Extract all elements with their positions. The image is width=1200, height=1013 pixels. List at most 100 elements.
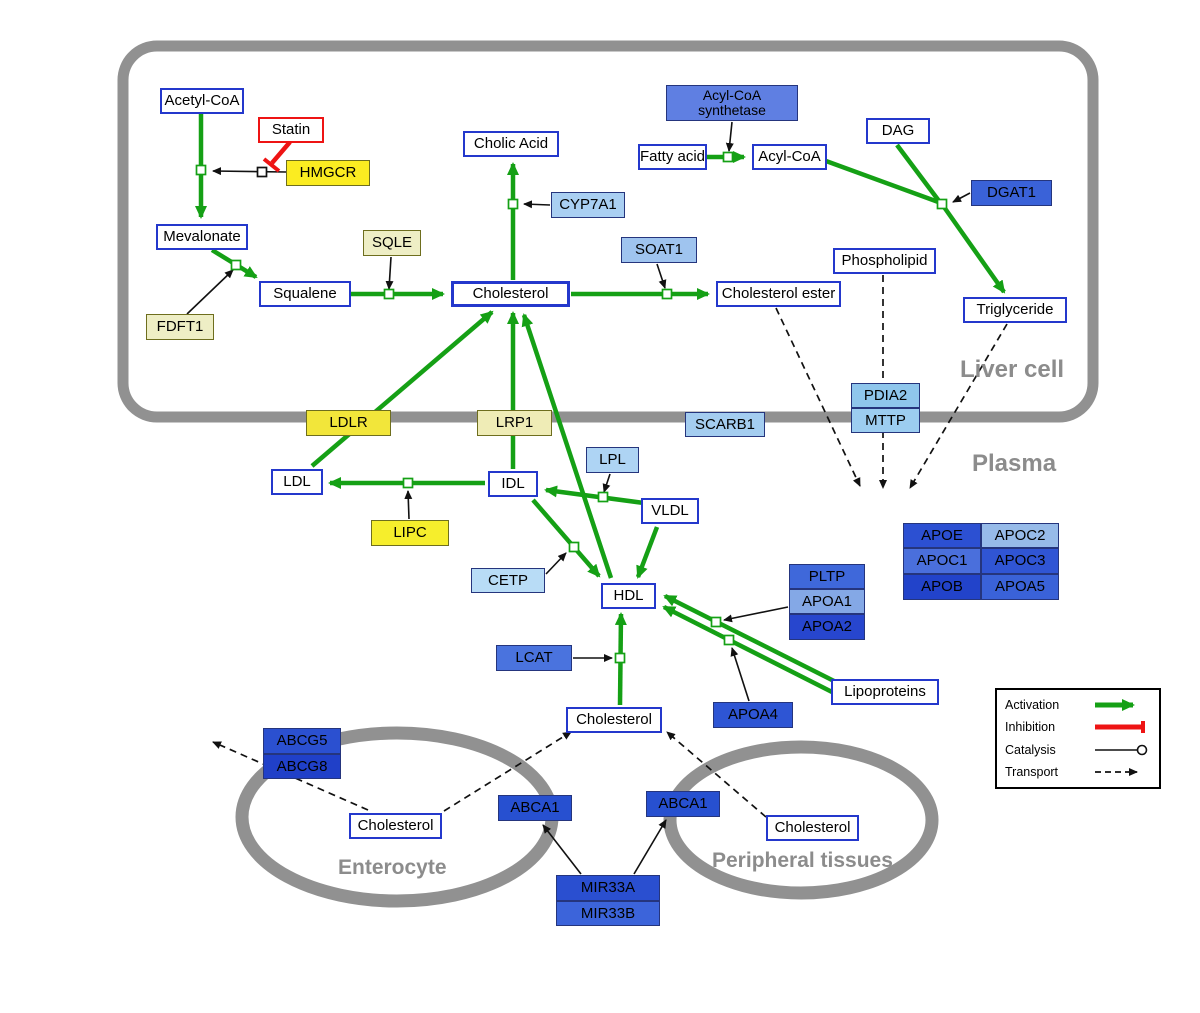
catalysis-dgat1 [952,192,971,203]
node-mevalonate[interactable]: Mevalonate [156,224,248,250]
legend: Activation Inhibition Catalysis Transpor… [995,688,1161,789]
catalysis-acylcoa-synthetase [725,121,734,152]
node-abca1-enterocyte[interactable]: ABCA1 [498,795,572,821]
transport-peripheral-cholesterol-plasma [666,731,767,818]
peripheral-tissues-label: Peripheral tissues [712,849,893,872]
node-mttp[interactable]: MTTP [851,408,920,433]
legend-row-activation: Activation [1005,697,1151,713]
node-soat1[interactable]: SOAT1 [621,237,697,263]
node-apob[interactable]: APOB [903,574,981,600]
catalysis-cetp [545,552,567,575]
node-apoc2[interactable]: APOC2 [981,523,1059,548]
legend-activation-label: Activation [1005,698,1060,713]
transport-enterocyte-cholesterol-plasma [443,731,572,812]
node-cholesterol-ester[interactable]: Cholesterol ester [716,281,841,307]
legend-row-catalysis: Catalysis [1005,742,1151,758]
legend-row-transport: Transport [1005,764,1151,780]
catalysis-sqle [385,256,394,290]
node-cholesterol-plasma[interactable]: Cholesterol [566,707,662,733]
node-hdl[interactable]: HDL [601,583,656,609]
node-abca1-peripheral[interactable]: ABCA1 [646,791,720,817]
node-cholesterol-peripheral[interactable]: Cholesterol [766,815,859,841]
catalysis-lipc [404,490,413,520]
inhibition-edge [262,140,292,173]
node-dag[interactable]: DAG [866,118,930,144]
edge-junction-triglyceride [942,205,1006,294]
activation-arrow-icon [1095,699,1135,712]
catalysis-fdft1 [186,269,234,315]
node-sqle[interactable]: SQLE [363,230,421,256]
reaction-nodes [195,151,948,664]
catalysis-soat1 [656,263,667,289]
node-apoe[interactable]: APOE [903,523,981,548]
node-ldlr[interactable]: LDLR [306,410,391,436]
node-mir33b[interactable]: MIR33B [556,901,660,926]
node-apoa5[interactable]: APOA5 [981,574,1059,600]
node-lipoproteins[interactable]: Lipoproteins [831,679,939,705]
activation-edges [195,114,1006,706]
node-apoa2[interactable]: APOA2 [789,614,865,640]
edge-vldl-hdl [635,526,660,579]
catalysis-lpl [602,473,611,493]
catalysis-apoa4 [730,647,750,702]
edge-idl-hdl [531,498,601,578]
node-hmgcr[interactable]: HMGCR [286,160,370,186]
node-fatty-acid[interactable]: Fatty acid [638,144,707,170]
legend-catalysis-label: Catalysis [1005,742,1056,757]
edge-lipoproteins-hdl-upper [663,593,836,684]
node-vldl[interactable]: VLDL [641,498,699,524]
node-idl[interactable]: IDL [488,471,538,497]
catalysis-apoa-stack [723,606,789,623]
enterocyte-label: Enterocyte [338,856,447,879]
edge-hdl-cholesterol-liver [521,313,614,579]
node-abcg5[interactable]: ABCG5 [263,728,341,754]
node-pltp[interactable]: PLTP [789,564,865,589]
node-lipc[interactable]: LIPC [371,520,449,546]
node-fdft1[interactable]: FDFT1 [146,314,214,340]
catalysis-edges [186,121,971,875]
legend-transport-label: Transport [1005,764,1059,779]
mir33-abca1-left [542,824,582,875]
inhibition-bar-icon [1095,721,1145,734]
node-phospholipid[interactable]: Phospholipid [833,248,936,274]
node-ldl[interactable]: LDL [271,469,323,495]
liver-cell-outline [117,40,1099,423]
node-acyl-coa[interactable]: Acyl-CoA [752,144,827,170]
node-squalene[interactable]: Squalene [259,281,351,307]
edge-dag-junction [895,143,941,203]
node-scarb1[interactable]: SCARB1 [685,412,765,437]
catalysis-hmgcr [212,167,287,176]
catalysis-circle-icon [1095,744,1148,755]
node-cyp7a1[interactable]: CYP7A1 [551,192,625,218]
node-abcg8[interactable]: ABCG8 [263,754,341,779]
node-mir33a[interactable]: MIR33A [556,875,660,901]
node-cholic-acid[interactable]: Cholic Acid [463,131,559,157]
node-acyl-coa-synthetase[interactable]: Acyl-CoA synthetase [666,85,798,121]
node-triglyceride[interactable]: Triglyceride [963,297,1067,323]
node-apoa4[interactable]: APOA4 [713,702,793,728]
node-lpl[interactable]: LPL [586,447,639,473]
node-cholesterol-enterocyte[interactable]: Cholesterol [349,813,442,839]
node-statin[interactable]: Statin [258,117,324,143]
node-apoc3[interactable]: APOC3 [981,548,1059,574]
edge-lipoproteins-hdl-lower [662,604,836,696]
node-pdia2[interactable]: PDIA2 [851,383,920,408]
legend-inhibition-label: Inhibition [1005,720,1056,735]
legend-row-inhibition: Inhibition [1005,719,1151,735]
node-dgat1[interactable]: DGAT1 [971,180,1052,206]
node-cholesterol-liver[interactable]: Cholesterol [451,281,570,307]
catalysis-cyp7a1 [523,200,551,209]
node-apoc1[interactable]: APOC1 [903,548,981,574]
edge-vldl-idl [544,485,645,506]
mir33-abca1-right [633,819,667,875]
liver-cell-label: Liver cell [960,356,1065,383]
node-acetyl-coa[interactable]: Acetyl-CoA [160,88,244,114]
plasma-label: Plasma [972,450,1057,477]
peripheral-tissues-outline [663,740,939,900]
node-lcat[interactable]: LCAT [496,645,572,671]
node-lrp1[interactable]: LRP1 [477,410,552,436]
node-cetp[interactable]: CETP [471,568,545,593]
node-apoa1[interactable]: APOA1 [789,589,865,614]
